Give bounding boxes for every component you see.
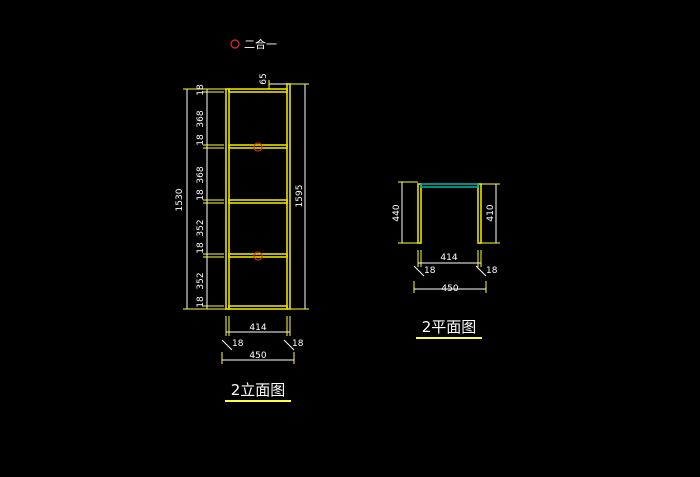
plan-title: 2平面图 [422,318,477,336]
plan-view: 440 410 414 18 18 450 2平面图 [392,181,500,339]
dim-seg-5: 18 [196,189,206,201]
dim-side-left: 18 [232,339,244,349]
left-post [225,88,230,310]
dim-plan-outer-width: 450 [441,284,458,294]
shelf-3 [228,199,288,204]
elevation-title: 2立面图 [231,381,286,399]
left-dim-ticks [183,88,226,310]
dim-seg-8: 352 [196,272,206,289]
dim-plan-right-height: 410 [486,204,496,221]
merge-marker-icon [230,39,240,49]
dim-side-right: 18 [292,339,304,349]
dim-seg-9: 18 [196,296,206,308]
shelf-2 [228,144,288,149]
plan-top-panel [420,183,479,188]
dim-seg-2: 368 [196,110,206,127]
dim-top-gap: 65 [259,73,269,84]
dim-inner-width: 414 [249,323,266,333]
shelf-4 [228,253,288,258]
shelf-bottom [228,305,288,310]
dim-seg-3: 18 [196,134,206,146]
dim-left-total: 1530 [175,188,185,211]
dim-seg-7: 18 [196,242,206,254]
dim-seg-4: 368 [196,166,206,183]
dim-plan-side-left: 18 [424,266,436,276]
elevation-view: 18 368 18 368 18 352 18 352 18 1530 65 1… [175,73,309,402]
dim-plan-inner-width: 414 [440,253,457,263]
merge-marker-icon [253,142,263,152]
legend: 二合一 [230,37,277,51]
legend-label: 二合一 [244,37,277,51]
right-post [286,83,291,310]
plan-left-side [417,183,422,244]
dim-plan-side-right: 18 [486,266,498,276]
plan-right-side [477,183,482,244]
merge-marker-icon [253,251,263,261]
dim-right-total: 1595 [295,185,305,208]
shelf-top [228,88,288,93]
dim-seg-1: 18 [196,84,206,96]
dim-plan-left-height: 440 [392,204,402,221]
dim-outer-width: 450 [249,351,266,361]
dim-seg-6: 352 [196,219,206,236]
